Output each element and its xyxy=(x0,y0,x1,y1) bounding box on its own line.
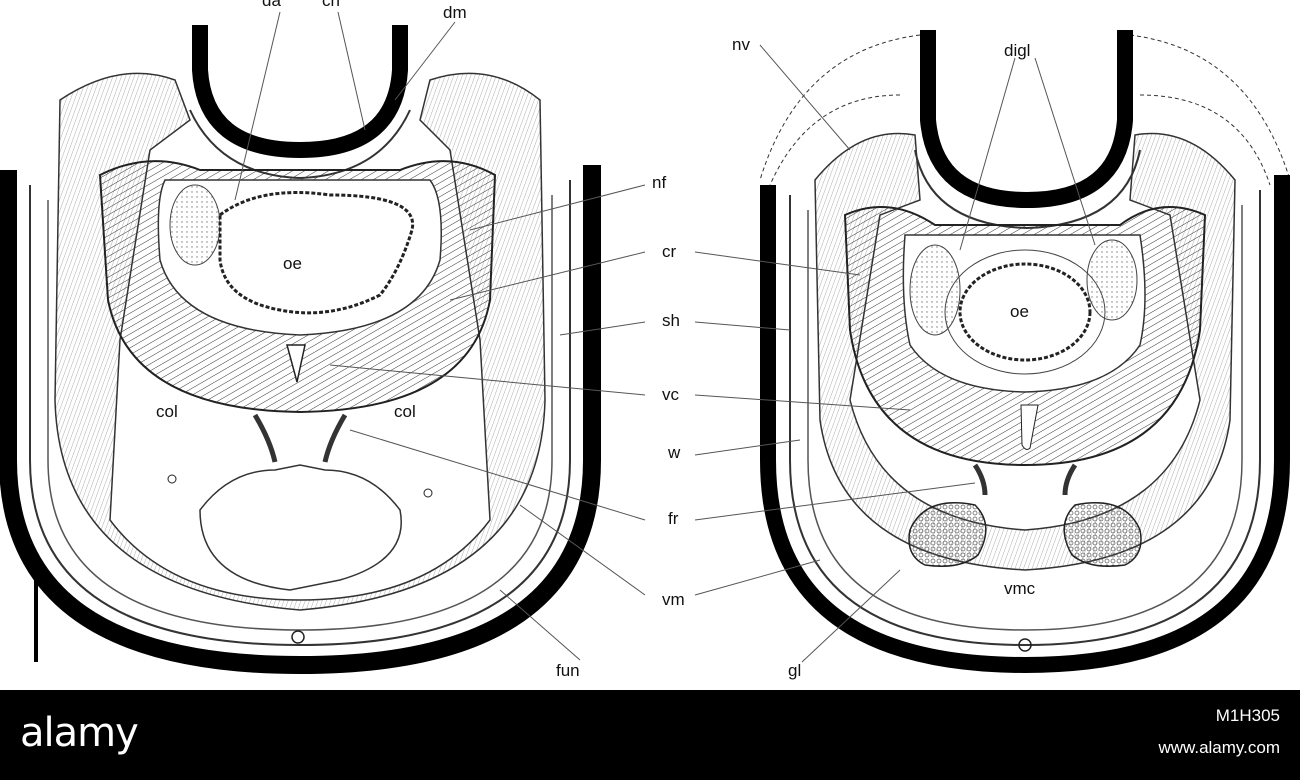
label-nf: nf xyxy=(652,173,667,192)
right-dorsal-gland-left xyxy=(909,244,961,336)
site-url: www.alamy.com xyxy=(1158,738,1280,757)
left-outer-cuticle xyxy=(0,165,601,675)
image-id: M1H305 xyxy=(1215,706,1280,725)
label-fun: fun xyxy=(556,661,580,680)
cross-section-drawings xyxy=(0,11,1291,675)
left-dorsal-gland xyxy=(169,184,221,266)
left-collar-tissue xyxy=(54,72,546,611)
label-nv: nv xyxy=(732,35,750,54)
label-ch: ch xyxy=(322,0,340,10)
label-digl: digl xyxy=(1004,41,1031,60)
left-section xyxy=(0,25,601,675)
label-col-left: col xyxy=(156,402,178,421)
left-body-wall xyxy=(29,180,571,647)
right-dorsal-tube xyxy=(920,30,1133,209)
left-funnel-cavity xyxy=(199,464,402,591)
figure-illustration: da ch dm nf cr sh vc w fr vm fun gl nv d… xyxy=(0,0,1291,680)
leader-lines xyxy=(234,11,1096,663)
right-collar-tissue xyxy=(814,132,1236,571)
label-vm: vm xyxy=(662,590,685,609)
label-oe-left: oe xyxy=(283,254,302,273)
label-w: w xyxy=(668,443,681,462)
right-oesophagus xyxy=(958,262,1092,362)
right-ventral-gland-right xyxy=(1063,502,1142,567)
label-oe-right: oe xyxy=(1010,302,1029,321)
brand-logo: alamy xyxy=(20,710,139,756)
left-dorsal-tube xyxy=(192,25,408,159)
right-section xyxy=(759,30,1291,674)
label-vmc: vmc xyxy=(1004,579,1036,598)
label-fr: fr xyxy=(668,509,679,528)
right-ventral-gland-left xyxy=(908,502,987,567)
label-cr: cr xyxy=(662,242,677,261)
left-oesophagus xyxy=(218,191,415,315)
label-col-right: col xyxy=(394,402,416,421)
right-dorsal-gland-right xyxy=(1086,239,1138,321)
label-vc: vc xyxy=(662,385,679,404)
label-da: da xyxy=(262,0,281,10)
label-dm: dm xyxy=(443,3,467,22)
label-sh: sh xyxy=(662,311,680,330)
watermark-footer: alamy M1H305 www.alamy.com xyxy=(0,690,1300,780)
label-gl: gl xyxy=(788,661,802,680)
right-outer-cuticle xyxy=(760,175,1290,674)
